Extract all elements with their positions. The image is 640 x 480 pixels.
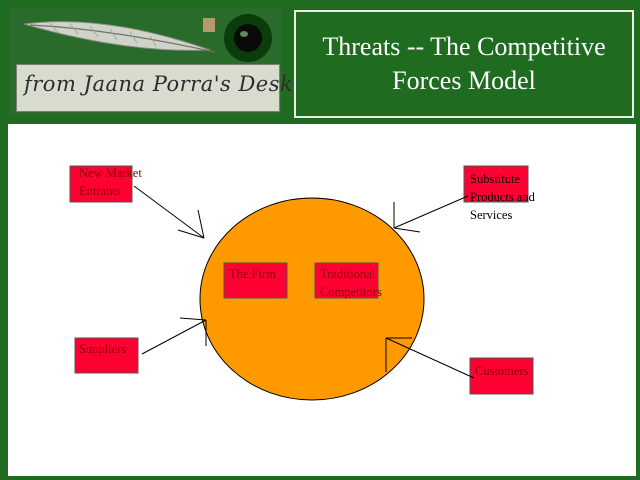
- logo-text: from Jaana Porra's Desk: [24, 72, 294, 96]
- new-market-label: New Market Entrants: [79, 164, 142, 200]
- arrow-substitute: [393, 195, 469, 233]
- traditional-label: Traditional Competitors: [320, 265, 382, 301]
- page-title: Threats -- The Competitive Forces Model: [314, 30, 614, 98]
- suppliers-label: Suppliers: [79, 342, 127, 356]
- customers-box: [469, 357, 534, 395]
- substitute-label-line-2: Products and: [470, 190, 535, 204]
- title-line-1: Threats -- The Competitive: [322, 32, 606, 61]
- substitute-label-line-3: Services: [470, 208, 513, 222]
- substitute-label: Substitute Products and Services: [470, 170, 535, 224]
- arrow-suppliers: [141, 317, 207, 355]
- arrow-new-market: [133, 185, 205, 239]
- arrow-customers: [385, 337, 475, 379]
- customers-label: Customers: [475, 364, 529, 378]
- logo-plate: [16, 64, 280, 112]
- new-market-box: [69, 165, 133, 203]
- forces-diagram: [69, 165, 534, 401]
- substitute-box: [463, 165, 529, 203]
- logo: from Jaana Porra's Desk: [10, 8, 294, 116]
- title-box: Threats -- The Competitive Forces Model: [294, 10, 634, 118]
- diagram-canvas: New Market Entrants Substitute Products …: [8, 124, 636, 476]
- new-market-label-line-1: New Market: [79, 166, 142, 180]
- title-line-2: Forces Model: [392, 66, 536, 95]
- traditional-box: [314, 262, 379, 299]
- firm-ellipse: [199, 197, 425, 401]
- firm-label: The Firm: [229, 267, 276, 281]
- traditional-label-line-1: Traditional: [320, 267, 376, 281]
- firm-box: [223, 262, 288, 299]
- substitute-label-line-1: Substitute: [470, 172, 521, 186]
- suppliers-box: [74, 337, 139, 374]
- new-market-label-line-2: Entrants: [79, 184, 121, 198]
- traditional-label-line-2: Competitors: [320, 285, 382, 299]
